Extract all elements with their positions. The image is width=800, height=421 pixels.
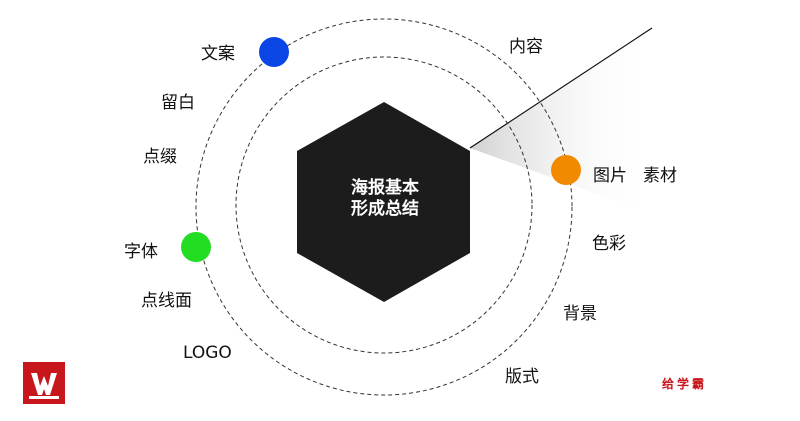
center-title-line1: 海报基本 (351, 178, 419, 198)
w-brand-logo-icon (23, 362, 65, 404)
inner-ring (235, 56, 533, 354)
label-ziti: 字体 (124, 242, 158, 262)
dot-orange (551, 155, 581, 185)
light-beam (470, 28, 655, 215)
brand-text: 给学霸 (662, 377, 708, 391)
center-title: 海报基本 形成总结 (300, 178, 470, 220)
label-liubai: 留白 (161, 93, 195, 113)
label-secai: 色彩 (592, 234, 626, 254)
label-logo: LOGO (183, 343, 232, 363)
label-dianzhui: 点缀 (143, 147, 177, 167)
label-tupian: 图片 (593, 166, 627, 186)
beam-edge-line (469, 27, 653, 149)
label-sucai: 素材 (643, 166, 677, 186)
dot-blue (259, 37, 289, 67)
label-banshi: 版式 (505, 367, 539, 387)
label-dianxianmian: 点线面 (141, 291, 192, 311)
center-hexagon (297, 102, 470, 302)
label-beijing: 背景 (563, 304, 597, 324)
center-title-line2: 形成总结 (351, 199, 419, 219)
label-wenan: 文案 (201, 44, 235, 64)
dot-green (181, 232, 211, 262)
label-neirong: 内容 (509, 37, 543, 57)
outer-ring (195, 18, 573, 396)
